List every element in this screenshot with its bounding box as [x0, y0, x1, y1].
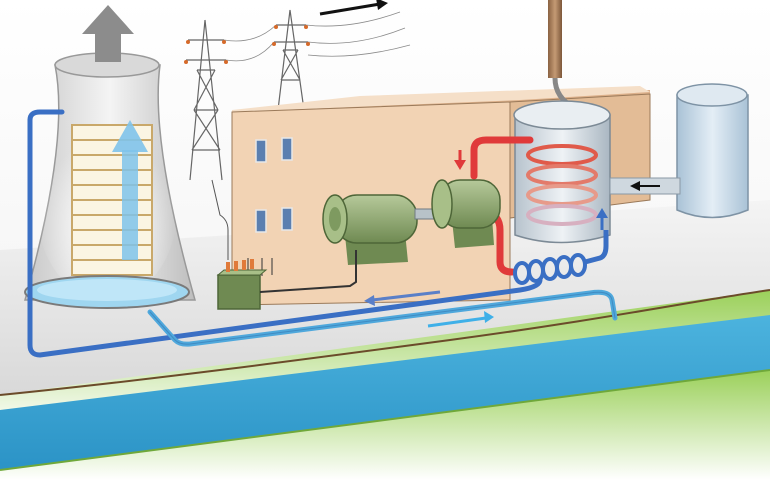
steam-exhaust-arrow-icon [82, 5, 134, 62]
supply-flow-arrow-icon [427, 311, 494, 328]
grid-feed-cable [211, 179, 229, 260]
pylon-icon [186, 9, 308, 181]
water-inlet-arrow-icon [596, 208, 608, 230]
window-icons [255, 137, 293, 233]
turbine-icon [431, 179, 501, 248]
cooling-water-pipes [27, 109, 618, 358]
riverbank-edge [0, 289, 770, 396]
cooling-tower [24, 52, 196, 309]
generator-icon [322, 194, 418, 265]
grass-bank-near [0, 370, 770, 480]
feedwater-pipe [584, 230, 609, 265]
insulator-icons [184, 25, 310, 64]
condenser-coil-icon [513, 253, 587, 285]
steam-flow-arrow-icon [454, 150, 466, 170]
cooling-fill-slats [71, 124, 153, 276]
power-cable [259, 250, 357, 293]
fuel-pipe [609, 177, 681, 195]
return-flow-arrow-icon [364, 290, 441, 306]
boiler-icon [513, 100, 611, 244]
power-flow-arrow-icon [319, 0, 388, 16]
fuel-tank-icon [676, 83, 749, 219]
riverbank-near-edge [0, 369, 770, 471]
transformer-icon [216, 258, 273, 310]
power-lines [223, 11, 411, 62]
air-flow-arrow-icon [112, 120, 148, 260]
heating-coil-icon [526, 144, 598, 226]
river [0, 315, 770, 470]
